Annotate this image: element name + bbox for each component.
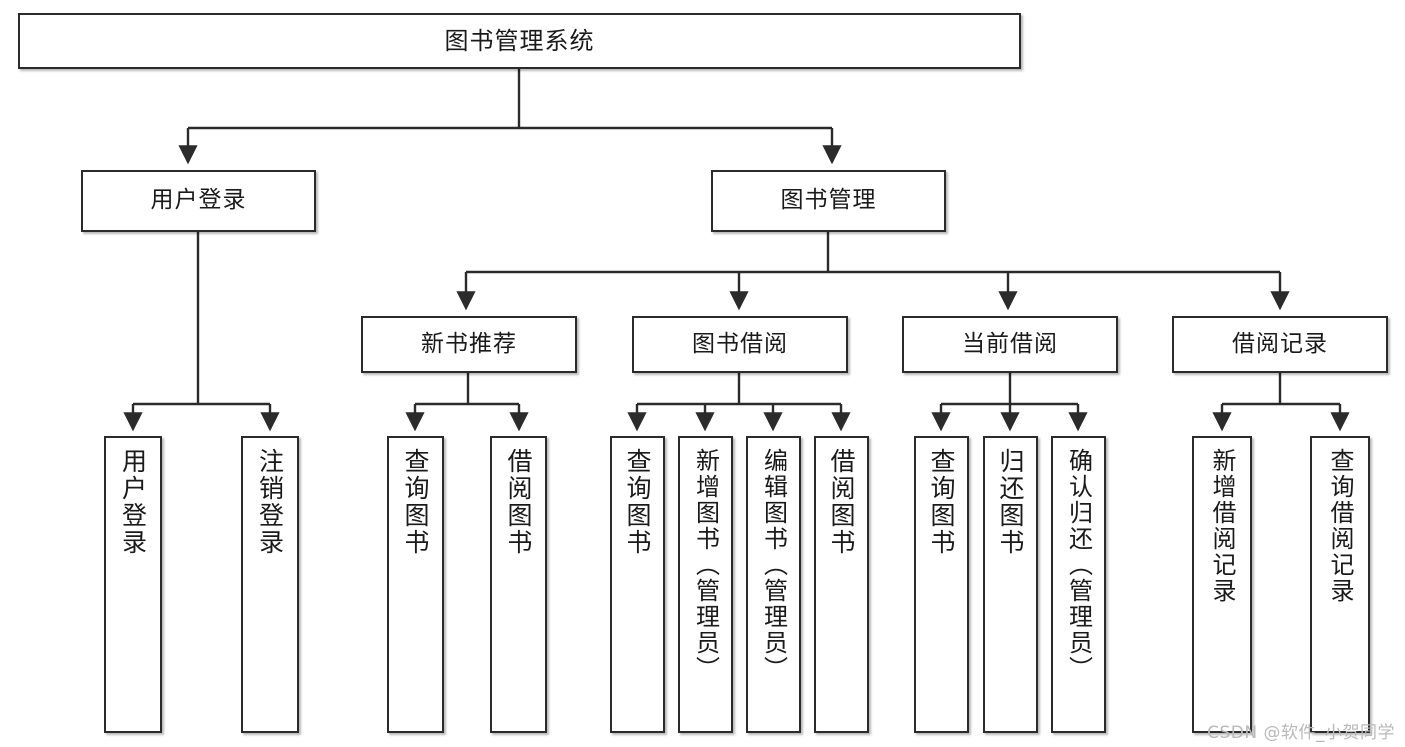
node-leaf-edit-book-label: 编辑图书（管理员） [759, 448, 788, 682]
node-root[interactable]: 图书管理系统 [18, 13, 1021, 69]
node-new-book-rec[interactable]: 新书推荐 [361, 316, 577, 373]
node-leaf-user-login-label: 用户登录 [118, 448, 148, 556]
node-current-borrow[interactable]: 当前借阅 [902, 316, 1118, 373]
node-leaf-query-book-1-label: 查询图书 [401, 448, 430, 556]
node-user-login[interactable]: 用户登录 [81, 170, 316, 232]
node-leaf-add-book-label: 新增图书（管理员） [691, 448, 720, 682]
node-leaf-query-book-2-label: 查询图书 [623, 448, 652, 556]
node-book-borrow[interactable]: 图书借阅 [632, 316, 848, 373]
node-current-borrow-label: 当前借阅 [962, 330, 1058, 357]
node-borrow-record-label: 借阅记录 [1232, 330, 1328, 357]
node-book-manage-label: 图书管理 [780, 187, 877, 214]
node-leaf-add-record-label: 新增借阅记录 [1208, 448, 1236, 604]
node-book-manage[interactable]: 图书管理 [711, 170, 946, 232]
node-leaf-edit-book[interactable]: 编辑图书（管理员） [746, 436, 801, 733]
node-user-login-label: 用户登录 [150, 187, 247, 214]
node-leaf-borrow-book-1[interactable]: 借阅图书 [490, 436, 547, 733]
node-leaf-return-book[interactable]: 归还图书 [983, 436, 1038, 733]
node-leaf-borrow-book-2-label: 借阅图书 [827, 448, 856, 556]
node-leaf-add-book[interactable]: 新增图书（管理员） [678, 436, 733, 733]
node-leaf-query-book-2[interactable]: 查询图书 [610, 436, 665, 733]
node-leaf-confirm-return-label: 确认归还（管理员） [1064, 448, 1093, 682]
node-new-book-rec-label: 新书推荐 [421, 330, 517, 357]
node-leaf-add-record[interactable]: 新增借阅记录 [1192, 436, 1252, 733]
node-leaf-query-record[interactable]: 查询借阅记录 [1310, 436, 1370, 733]
node-borrow-record[interactable]: 借阅记录 [1172, 316, 1388, 373]
node-leaf-query-book-3-label: 查询图书 [927, 448, 956, 556]
node-leaf-query-record-label: 查询借阅记录 [1326, 448, 1354, 604]
node-leaf-user-login[interactable]: 用户登录 [104, 436, 162, 733]
node-leaf-logout[interactable]: 注销登录 [241, 436, 299, 733]
node-leaf-confirm-return[interactable]: 确认归还（管理员） [1051, 436, 1106, 733]
node-root-label: 图书管理系统 [444, 26, 595, 55]
csdn-watermark: CSDN @软件_小贺同学 [1207, 723, 1395, 743]
node-leaf-query-book-3[interactable]: 查询图书 [914, 436, 969, 733]
node-leaf-query-book-1[interactable]: 查询图书 [387, 436, 444, 733]
node-book-borrow-label: 图书借阅 [692, 330, 788, 357]
node-leaf-return-book-label: 归还图书 [996, 448, 1025, 556]
node-leaf-borrow-book-2[interactable]: 借阅图书 [814, 436, 869, 733]
node-leaf-borrow-book-1-label: 借阅图书 [504, 448, 533, 556]
node-leaf-logout-label: 注销登录 [255, 448, 285, 556]
